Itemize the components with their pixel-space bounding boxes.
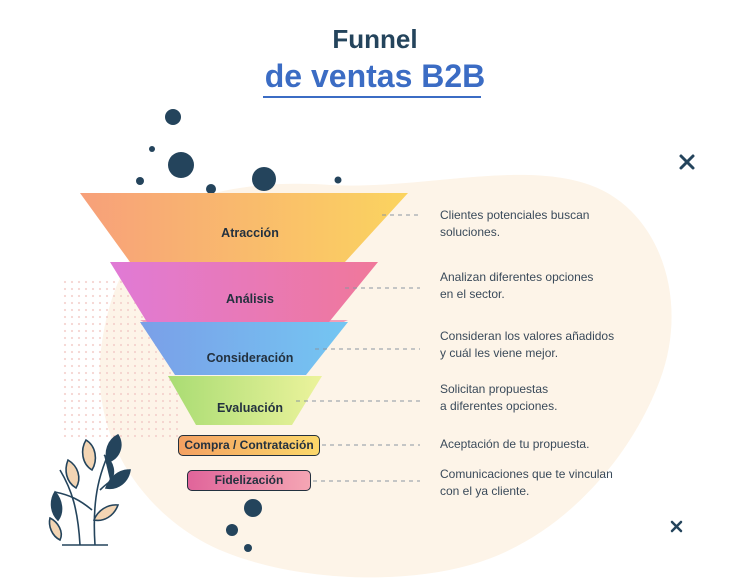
stage-label-consideracion: Consideración bbox=[206, 351, 294, 365]
deco-dot bbox=[334, 176, 342, 184]
deco-dot bbox=[252, 167, 276, 191]
desc-line: Aceptación de tu propuesta. bbox=[440, 437, 590, 451]
cross-icon bbox=[679, 154, 695, 170]
deco-dot bbox=[244, 544, 252, 552]
pill-compra-fill bbox=[178, 435, 320, 456]
plant-illustration bbox=[48, 433, 131, 546]
stage-pill-compra: Compra / Contratación bbox=[178, 435, 320, 456]
funnel-band-evaluacion bbox=[168, 376, 322, 425]
deco-dot bbox=[165, 109, 181, 125]
title-underline bbox=[263, 96, 481, 98]
stage-desc-fidelizacion: Comunicaciones que te vinculan con el ya… bbox=[440, 466, 630, 500]
page-subtitle: de ventas B2B bbox=[264, 58, 486, 94]
stage-desc-atraccion: Clientes potenciales buscan soluciones. bbox=[440, 207, 630, 241]
stage-label-analisis: Análisis bbox=[226, 292, 274, 306]
stage-label-evaluacion: Evaluación bbox=[217, 401, 283, 415]
funnel-band-atraccion bbox=[80, 193, 408, 262]
pill-fidelizacion-fill bbox=[187, 470, 311, 491]
stage-label-atraccion: Atracción bbox=[221, 226, 279, 240]
desc-line: a diferentes opciones. bbox=[440, 399, 558, 413]
desc-line: Comunicaciones que te vinculan bbox=[440, 467, 613, 481]
desc-line: Clientes potenciales buscan bbox=[440, 208, 590, 222]
stage-pill-fidelizacion: Fidelización bbox=[187, 470, 311, 491]
deco-dot bbox=[168, 152, 194, 178]
stage-desc-evaluacion: Solicitan propuestas a diferentes opcion… bbox=[440, 381, 630, 415]
deco-dot bbox=[226, 524, 238, 536]
stage-desc-compra: Aceptación de tu propuesta. bbox=[440, 436, 630, 453]
cross-icon bbox=[670, 520, 683, 533]
connector-lines bbox=[296, 214, 420, 482]
desc-line: Consideran los valores añadidos bbox=[440, 329, 615, 343]
page-title: Funnel bbox=[332, 24, 418, 54]
deco-dot bbox=[244, 499, 262, 517]
desc-line: en el sector. bbox=[440, 287, 505, 301]
desc-line: con el ya cliente. bbox=[440, 484, 530, 498]
deco-dot bbox=[136, 177, 144, 185]
desc-line: y cuál les viene mejor. bbox=[440, 346, 559, 360]
stage-desc-consideracion: Consideran los valores añadidos y cuál l… bbox=[440, 328, 630, 362]
desc-line: Analizan diferentes opciones bbox=[440, 270, 594, 284]
stage-desc-analisis: Analizan diferentes opciones en el secto… bbox=[440, 269, 630, 303]
desc-line: Solicitan propuestas bbox=[440, 382, 549, 396]
funnel-band-analisis bbox=[110, 262, 378, 327]
funnel-band-consideracion bbox=[140, 322, 348, 375]
deco-dot bbox=[149, 146, 155, 152]
desc-line: soluciones. bbox=[440, 225, 501, 239]
deco-dot bbox=[206, 184, 216, 194]
